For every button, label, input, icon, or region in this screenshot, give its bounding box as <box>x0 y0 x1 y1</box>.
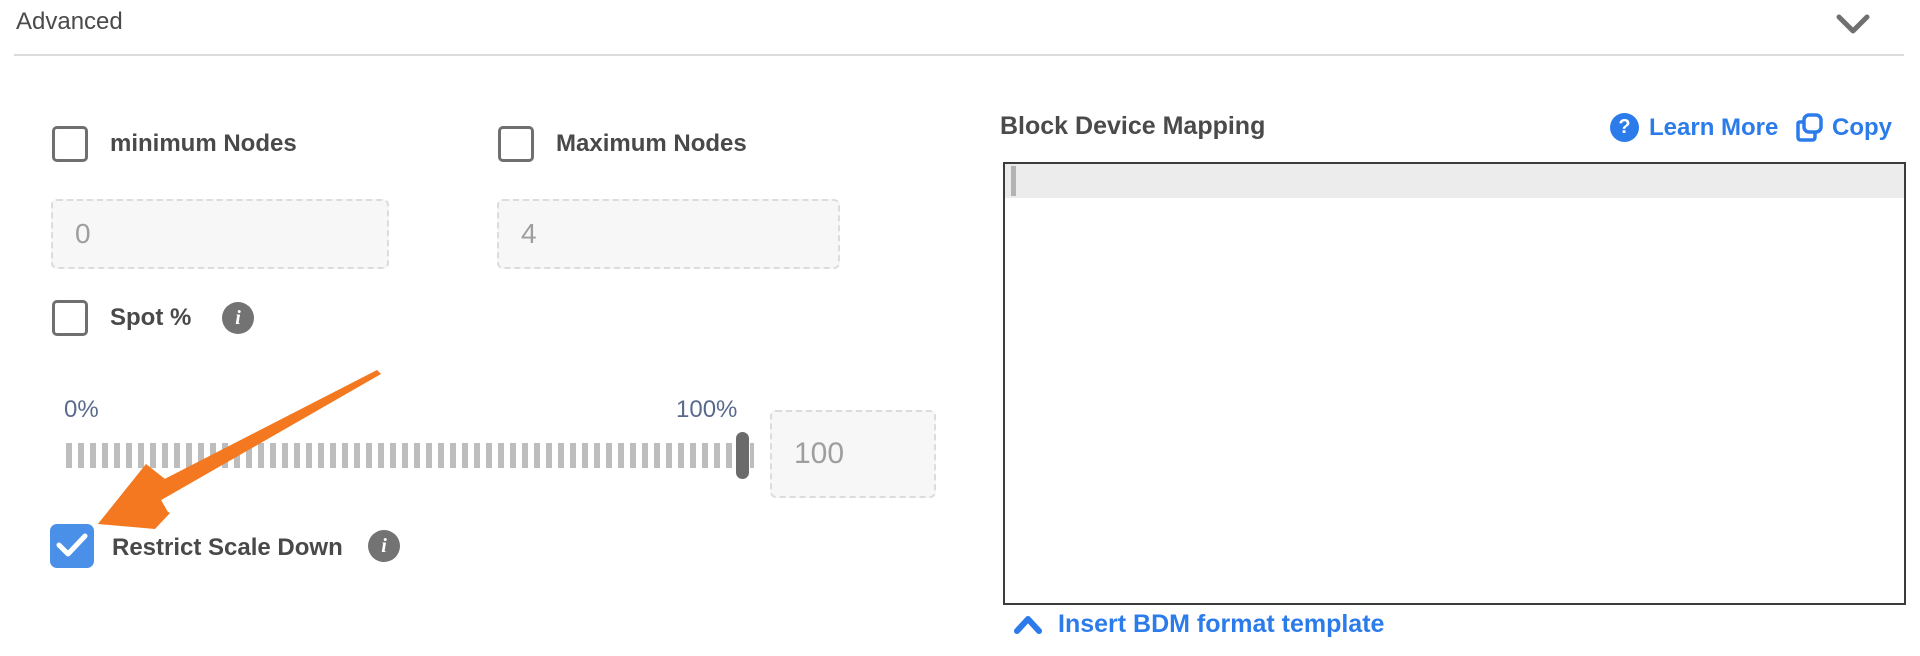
copy-label: Copy <box>1832 113 1892 141</box>
bdm-editor[interactable] <box>1003 162 1906 605</box>
spot-percent-label: Spot % <box>110 304 192 331</box>
annotation-arrow <box>98 370 381 529</box>
chevron-up-icon <box>1014 615 1042 634</box>
section-title: Advanced <box>16 8 123 35</box>
maximum-nodes-checkbox[interactable] <box>498 126 534 162</box>
text-cursor <box>1011 166 1016 196</box>
slider-max-label: 100% <box>676 396 738 423</box>
info-icon[interactable]: i <box>222 302 254 334</box>
spot-percent-checkbox[interactable] <box>52 300 88 336</box>
restrict-scale-down-checkbox[interactable] <box>50 524 94 568</box>
section-divider <box>14 54 1904 56</box>
learn-more-link[interactable]: ? Learn More <box>1610 113 1778 142</box>
insert-bdm-template-link[interactable]: Insert BDM format template <box>1014 610 1384 639</box>
restrict-scale-down-label: Restrict Scale Down <box>112 534 343 561</box>
minimum-nodes-checkbox[interactable] <box>52 126 88 162</box>
slider-handle[interactable] <box>736 432 749 479</box>
insert-bdm-template-label: Insert BDM format template <box>1058 610 1385 638</box>
learn-more-label: Learn More <box>1649 113 1779 141</box>
copy-icon <box>1796 113 1823 142</box>
copy-button[interactable]: Copy <box>1796 113 1892 142</box>
check-icon <box>56 533 88 557</box>
maximum-nodes-label: Maximum Nodes <box>556 130 747 157</box>
bdm-editor-active-line <box>1005 164 1904 198</box>
minimum-nodes-label: minimum Nodes <box>110 130 297 157</box>
bdm-title: Block Device Mapping <box>1000 112 1266 140</box>
minimum-nodes-input[interactable] <box>51 199 389 269</box>
spot-percent-slider-track[interactable] <box>66 443 754 468</box>
info-icon[interactable]: i <box>368 530 400 562</box>
maximum-nodes-input[interactable] <box>497 199 840 269</box>
spot-percent-value-input[interactable] <box>770 410 936 498</box>
chevron-down-icon[interactable] <box>1836 12 1870 36</box>
question-icon: ? <box>1610 113 1639 142</box>
slider-min-label: 0% <box>64 396 99 423</box>
